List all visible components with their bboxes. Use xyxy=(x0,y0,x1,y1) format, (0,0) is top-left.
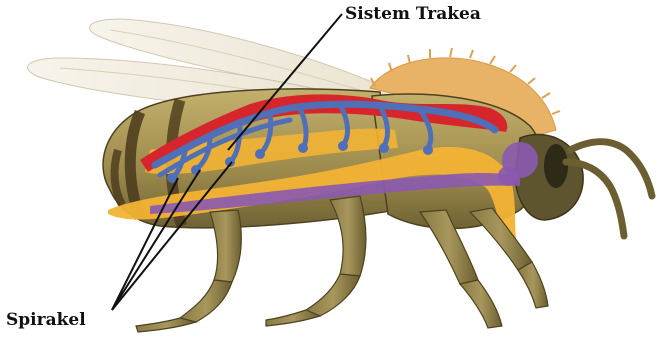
label-tracheal-system: Sistem Trakea xyxy=(345,4,481,24)
label-spiracles: Spirakel xyxy=(6,310,86,330)
spiracle-7 xyxy=(379,143,389,153)
compound-eye xyxy=(544,144,568,188)
spiracle-8 xyxy=(423,145,433,155)
spiracle-5 xyxy=(298,143,308,153)
spiracle-6 xyxy=(338,141,348,151)
spiracle-4 xyxy=(255,149,265,159)
